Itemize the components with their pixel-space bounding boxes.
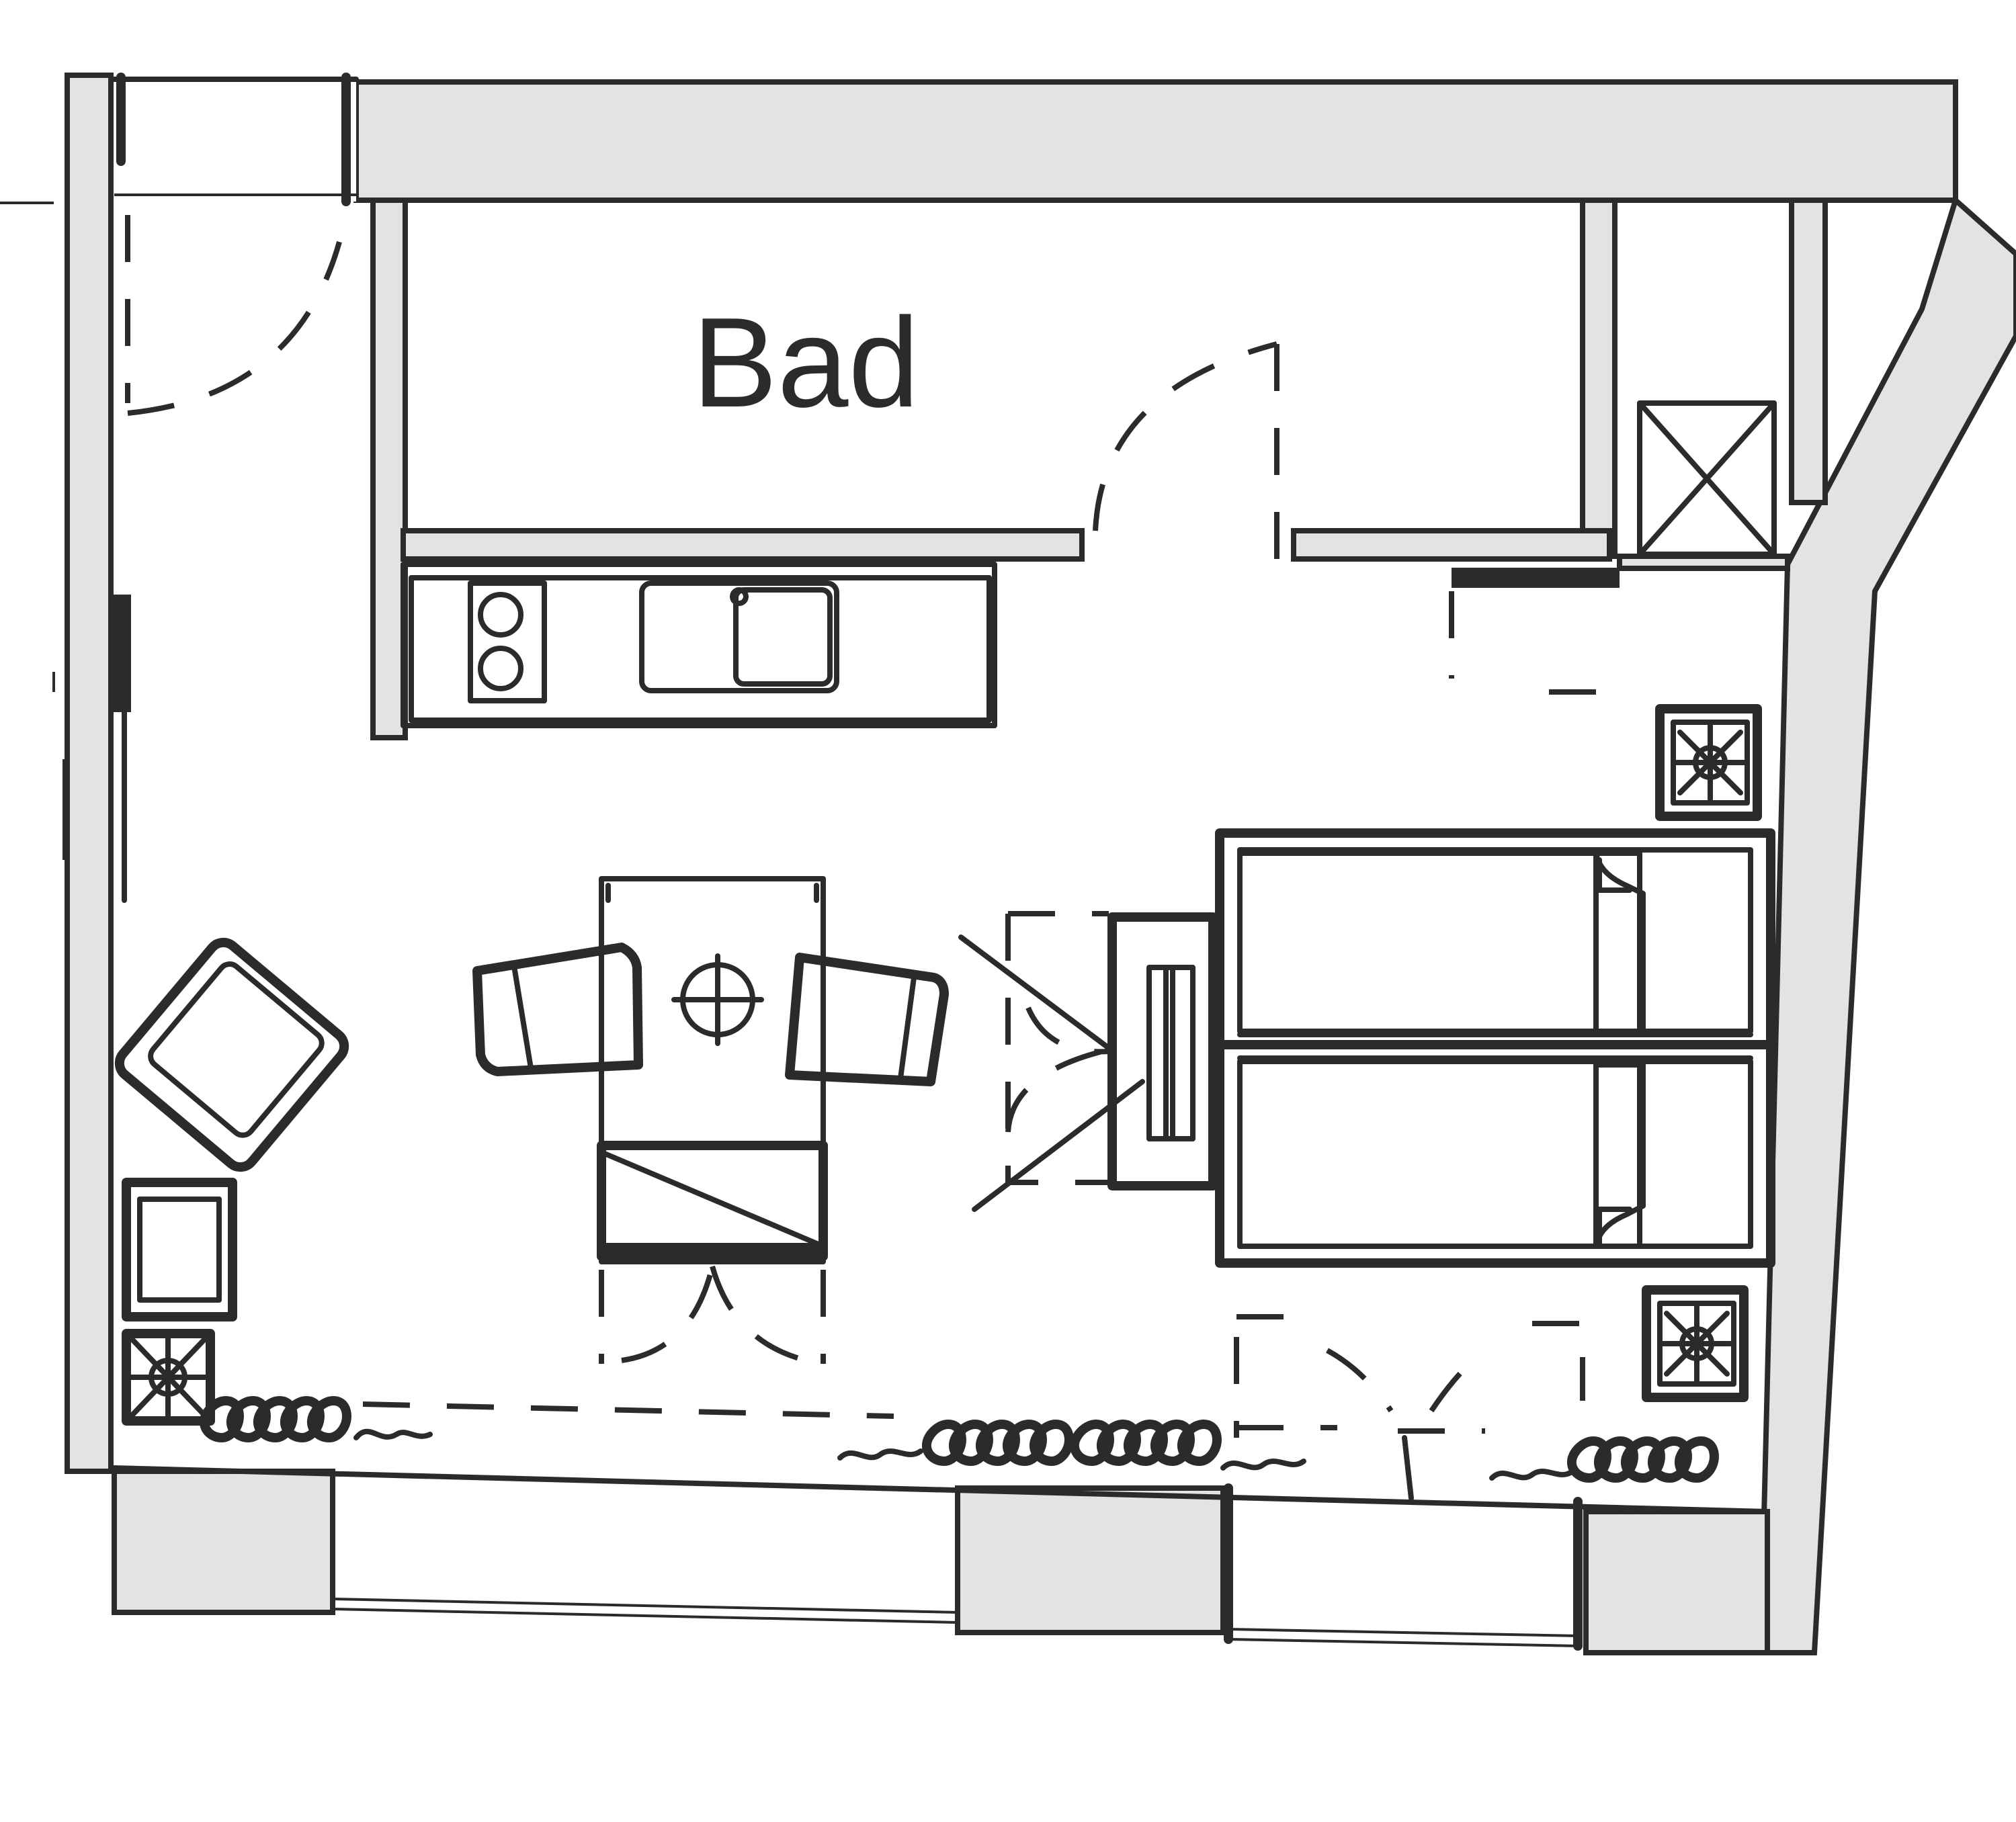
armchair <box>114 937 349 1172</box>
faucet-icon <box>730 587 749 606</box>
radiator-left <box>200 1396 433 1442</box>
bathroom-left-wall <box>370 198 408 740</box>
bottom-window-right <box>1229 1628 1580 1637</box>
table-door-swing <box>599 1265 826 1366</box>
sink-basin <box>733 587 833 687</box>
shaft <box>1449 400 1790 695</box>
stove-burner-icon <box>478 592 523 638</box>
blanket-fold <box>1237 851 1646 1034</box>
right-angled-wall <box>1757 195 2016 1655</box>
side-cabinet <box>122 1178 237 1426</box>
bathroom-right-wall <box>1580 198 1618 559</box>
bathroom: Bad <box>370 198 1618 740</box>
radiators <box>200 1396 1719 1483</box>
entrance-door <box>112 73 359 416</box>
stove-burner-icon <box>478 646 523 691</box>
bottom-window-left <box>332 1598 958 1614</box>
right-valves <box>1642 704 1762 1402</box>
radiator-middle <box>837 1420 1306 1471</box>
blanket-fold <box>1237 1062 1646 1249</box>
counter-inner <box>409 575 992 723</box>
bottom-wall-left <box>112 1469 335 1615</box>
top-wall <box>353 79 1958 203</box>
media-cabinet <box>958 911 1218 1212</box>
bottom-window-left-inner <box>332 1608 958 1624</box>
bathroom-bottom-wall-left <box>401 528 1085 562</box>
dining-set <box>472 876 949 1264</box>
double-bed <box>1215 828 1775 1268</box>
bottom-wall-middle <box>955 1485 1226 1635</box>
bottom-wall-right <box>1583 1509 1770 1655</box>
stove <box>468 580 547 703</box>
right-pillar-wall <box>1789 198 1828 505</box>
bathroom-bottom-wall-right <box>1291 528 1612 562</box>
room-label-bad: Bad <box>692 292 919 434</box>
bottom-window-right-inner <box>1229 1638 1580 1647</box>
interior-floor-edge <box>112 1465 1770 1514</box>
bathroom-door-arc <box>1093 341 1278 531</box>
valve-icon <box>122 1329 215 1426</box>
counter <box>401 562 997 728</box>
walls <box>0 73 2016 1655</box>
chair-left <box>472 943 643 1076</box>
left-wall-details <box>52 595 131 903</box>
kitchen-counter <box>401 562 997 728</box>
bed-right <box>1237 1059 1753 1249</box>
chair-right <box>785 953 949 1086</box>
balcony-doors <box>1224 1314 1585 1651</box>
floor-marking <box>362 1401 894 1419</box>
sink <box>639 580 839 693</box>
left-wall <box>65 73 114 1474</box>
bed-left <box>1237 847 1753 1034</box>
pillow <box>1593 851 1642 1034</box>
radiator-right <box>1489 1436 1719 1483</box>
